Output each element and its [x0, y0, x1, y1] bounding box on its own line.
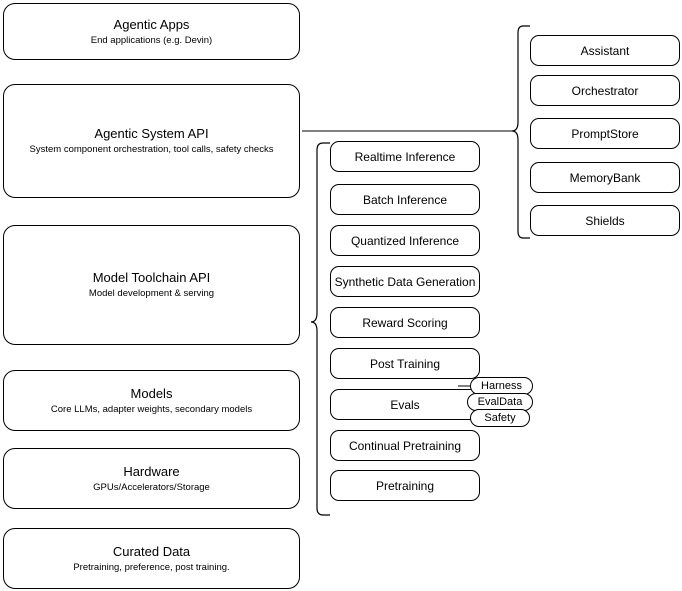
- toolchain-box-synthetic-data-generation[interactable]: Synthetic Data Generation: [330, 266, 480, 297]
- toolchain-label: Synthetic Data Generation: [334, 274, 476, 289]
- system-label: Assistant: [580, 43, 630, 58]
- layer-box-hardware[interactable]: Hardware GPUs/Accelerators/Storage: [3, 448, 300, 509]
- layer-title: Curated Data: [112, 543, 191, 559]
- evals-pill-evaldata[interactable]: EvalData: [467, 393, 533, 411]
- layer-box-models[interactable]: Models Core LLMs, adapter weights, secon…: [3, 370, 300, 431]
- toolchain-box-quantized-inference[interactable]: Quantized Inference: [330, 225, 480, 256]
- evals-pill-safety[interactable]: Safety: [470, 409, 530, 427]
- layer-box-model-toolchain-api[interactable]: Model Toolchain API Model development & …: [3, 225, 300, 345]
- toolchain-box-post-training[interactable]: Post Training: [330, 348, 480, 379]
- layer-box-curated-data[interactable]: Curated Data Pretraining, preference, po…: [3, 528, 300, 589]
- toolchain-label: Evals: [390, 397, 420, 412]
- layer-title: Agentic System API: [94, 126, 209, 141]
- evals-pill-label: Safety: [484, 412, 516, 424]
- system-label: Orchestrator: [571, 83, 639, 98]
- layer-subtitle: End applications (e.g. Devin): [90, 34, 213, 46]
- system-label: MemoryBank: [569, 170, 641, 185]
- toolchain-box-reward-scoring[interactable]: Reward Scoring: [330, 307, 480, 338]
- layer-box-agentic-system-api[interactable]: Agentic System API System component orch…: [3, 84, 300, 198]
- layer-subtitle: GPUs/Accelerators/Storage: [93, 481, 210, 493]
- evals-pill-label: EvalData: [477, 396, 523, 408]
- toolchain-label: Quantized Inference: [350, 233, 460, 248]
- toolchain-label: Batch Inference: [362, 192, 448, 207]
- layer-subtitle: Core LLMs, adapter weights, secondary mo…: [50, 403, 253, 415]
- system-label: PromptStore: [571, 126, 639, 141]
- layer-title: Models: [130, 385, 173, 401]
- toolchain-box-evals[interactable]: Evals: [330, 389, 480, 420]
- system-box-shields[interactable]: Shields: [530, 205, 680, 236]
- toolchain-box-realtime-inference[interactable]: Realtime Inference: [330, 141, 480, 172]
- toolchain-box-pretraining[interactable]: Pretraining: [330, 470, 480, 501]
- system-label: Shields: [585, 213, 625, 228]
- system-box-promptstore[interactable]: PromptStore: [530, 118, 680, 149]
- layer-title: Model Toolchain API: [92, 270, 211, 285]
- bracket-system-components: [511, 25, 530, 239]
- layer-subtitle: Model development & serving: [88, 288, 215, 299]
- layer-subtitle: Pretraining, preference, post training.: [73, 561, 230, 573]
- evals-pill-label: Harness: [481, 380, 522, 392]
- toolchain-label: Realtime Inference: [354, 149, 456, 164]
- layer-title: Hardware: [123, 463, 180, 479]
- system-box-memorybank[interactable]: MemoryBank: [530, 162, 680, 193]
- system-box-orchestrator[interactable]: Orchestrator: [530, 75, 680, 106]
- toolchain-box-batch-inference[interactable]: Batch Inference: [330, 184, 480, 215]
- layer-title: Agentic Apps: [113, 16, 190, 32]
- toolchain-label: Post Training: [369, 356, 441, 371]
- system-box-assistant[interactable]: Assistant: [530, 35, 680, 66]
- toolchain-label: Pretraining: [375, 478, 435, 493]
- layer-box-agentic-apps[interactable]: Agentic Apps End applications (e.g. Devi…: [3, 3, 300, 60]
- toolchain-label: Continual Pretraining: [348, 438, 462, 453]
- layer-subtitle: System component orchestration, tool cal…: [29, 144, 274, 155]
- toolchain-label: Reward Scoring: [362, 315, 448, 330]
- toolchain-box-continual-pretraining[interactable]: Continual Pretraining: [330, 430, 480, 461]
- bracket-toolchain-components: [310, 142, 330, 516]
